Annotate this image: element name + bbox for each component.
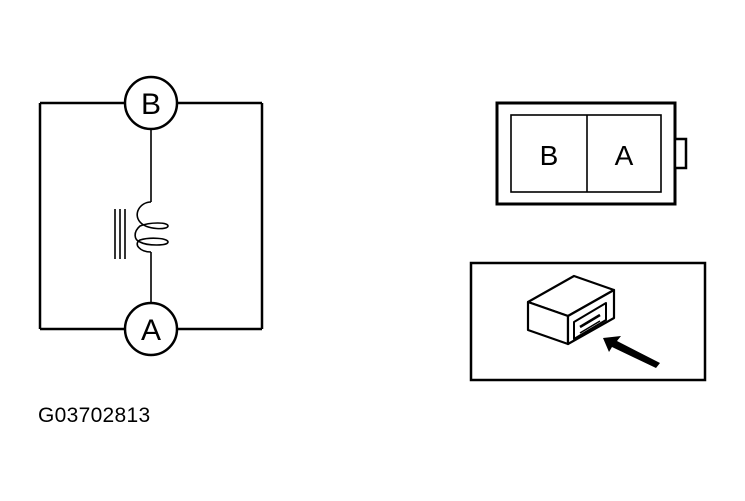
circuit-schematic [38,101,264,331]
connector-icon [526,274,616,346]
terminal-b-label: B [141,88,161,121]
connector-view-panel [469,261,707,382]
connector-face: B A [495,101,688,206]
terminal-a-label: A [141,314,161,347]
arrow-icon [603,336,660,368]
terminal-b: B [123,75,179,131]
connector-opening-slot-2 [579,320,601,334]
coil-winding [134,201,169,253]
connector-latch-tab [673,137,688,170]
cavity-b-label: B [540,140,559,171]
coil-with-core-icon [114,129,169,303]
connector-face-inner [510,114,662,193]
connector-opening-slot [579,313,601,329]
cavity-a-label: A [615,140,634,171]
terminal-a: A [123,301,179,357]
figure-id: G03702813 [38,404,151,427]
